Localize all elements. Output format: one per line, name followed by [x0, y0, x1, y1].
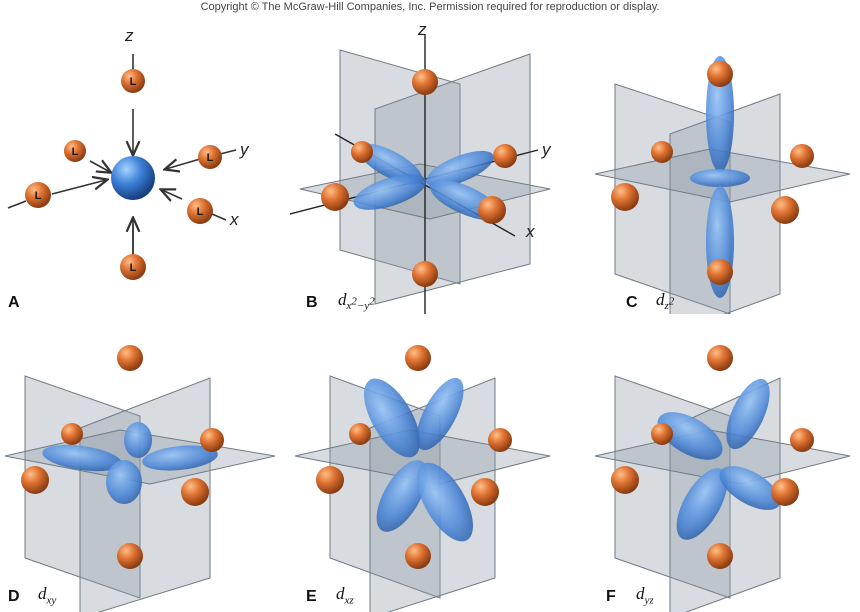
- ligand-label-right: L: [207, 152, 214, 164]
- panel-letter-e: E: [306, 588, 317, 605]
- orbital-label-e: dxz: [336, 584, 354, 607]
- y-axis-label-b: y: [542, 140, 551, 159]
- panel-letter-c: C: [626, 294, 638, 311]
- y-axis-label-a: y: [240, 140, 249, 159]
- panel-a: L L L L L L z y x A: [0, 14, 270, 311]
- z-axis-label-b: z: [418, 20, 427, 39]
- panel-f: F dyz: [590, 318, 860, 612]
- ligand-label-top: L: [130, 76, 137, 88]
- x-axis-label-b: x: [526, 222, 535, 241]
- panel-letter-b: B: [306, 294, 318, 311]
- x-axis-label-a: x: [230, 210, 239, 229]
- panel-letter-d: D: [8, 588, 20, 605]
- panel-e: E dxz: [290, 318, 560, 612]
- dxy-orbital-diagram: [4, 345, 276, 612]
- ligand-label-front-right: L: [197, 206, 204, 218]
- panel-b: z y x B dx2−y2: [290, 14, 560, 314]
- z-axis-label-a: z: [125, 26, 134, 45]
- copyright-notice: Copyright © The McGraw-Hill Companies, I…: [200, 1, 660, 13]
- dx2-y2-orbital-diagram: [290, 34, 551, 314]
- metal-ion-sphere: [111, 156, 155, 200]
- orbital-label-d: dxy: [38, 584, 57, 607]
- panel-letter-a: A: [8, 294, 20, 311]
- dyz-orbital-diagram: [594, 345, 851, 612]
- orbital-label-b: dx2−y2: [338, 290, 375, 313]
- ligand-label-bottom: L: [130, 262, 137, 274]
- ligand-sphere-group: [25, 69, 222, 280]
- ligand-label-back-left: L: [72, 146, 79, 158]
- octahedral-ligand-approach-diagram: L L L L L L: [7, 54, 237, 280]
- orbital-label-c: dz2: [656, 290, 675, 313]
- ligand-label-front-left: L: [35, 190, 42, 202]
- dxz-orbital-diagram: [294, 345, 551, 612]
- panel-d: D dxy: [0, 318, 276, 612]
- panel-c: C dz2: [590, 14, 860, 314]
- panel-letter-f: F: [606, 588, 616, 605]
- dz2-orbital-diagram: [594, 56, 851, 314]
- orbital-label-f: dyz: [636, 584, 654, 607]
